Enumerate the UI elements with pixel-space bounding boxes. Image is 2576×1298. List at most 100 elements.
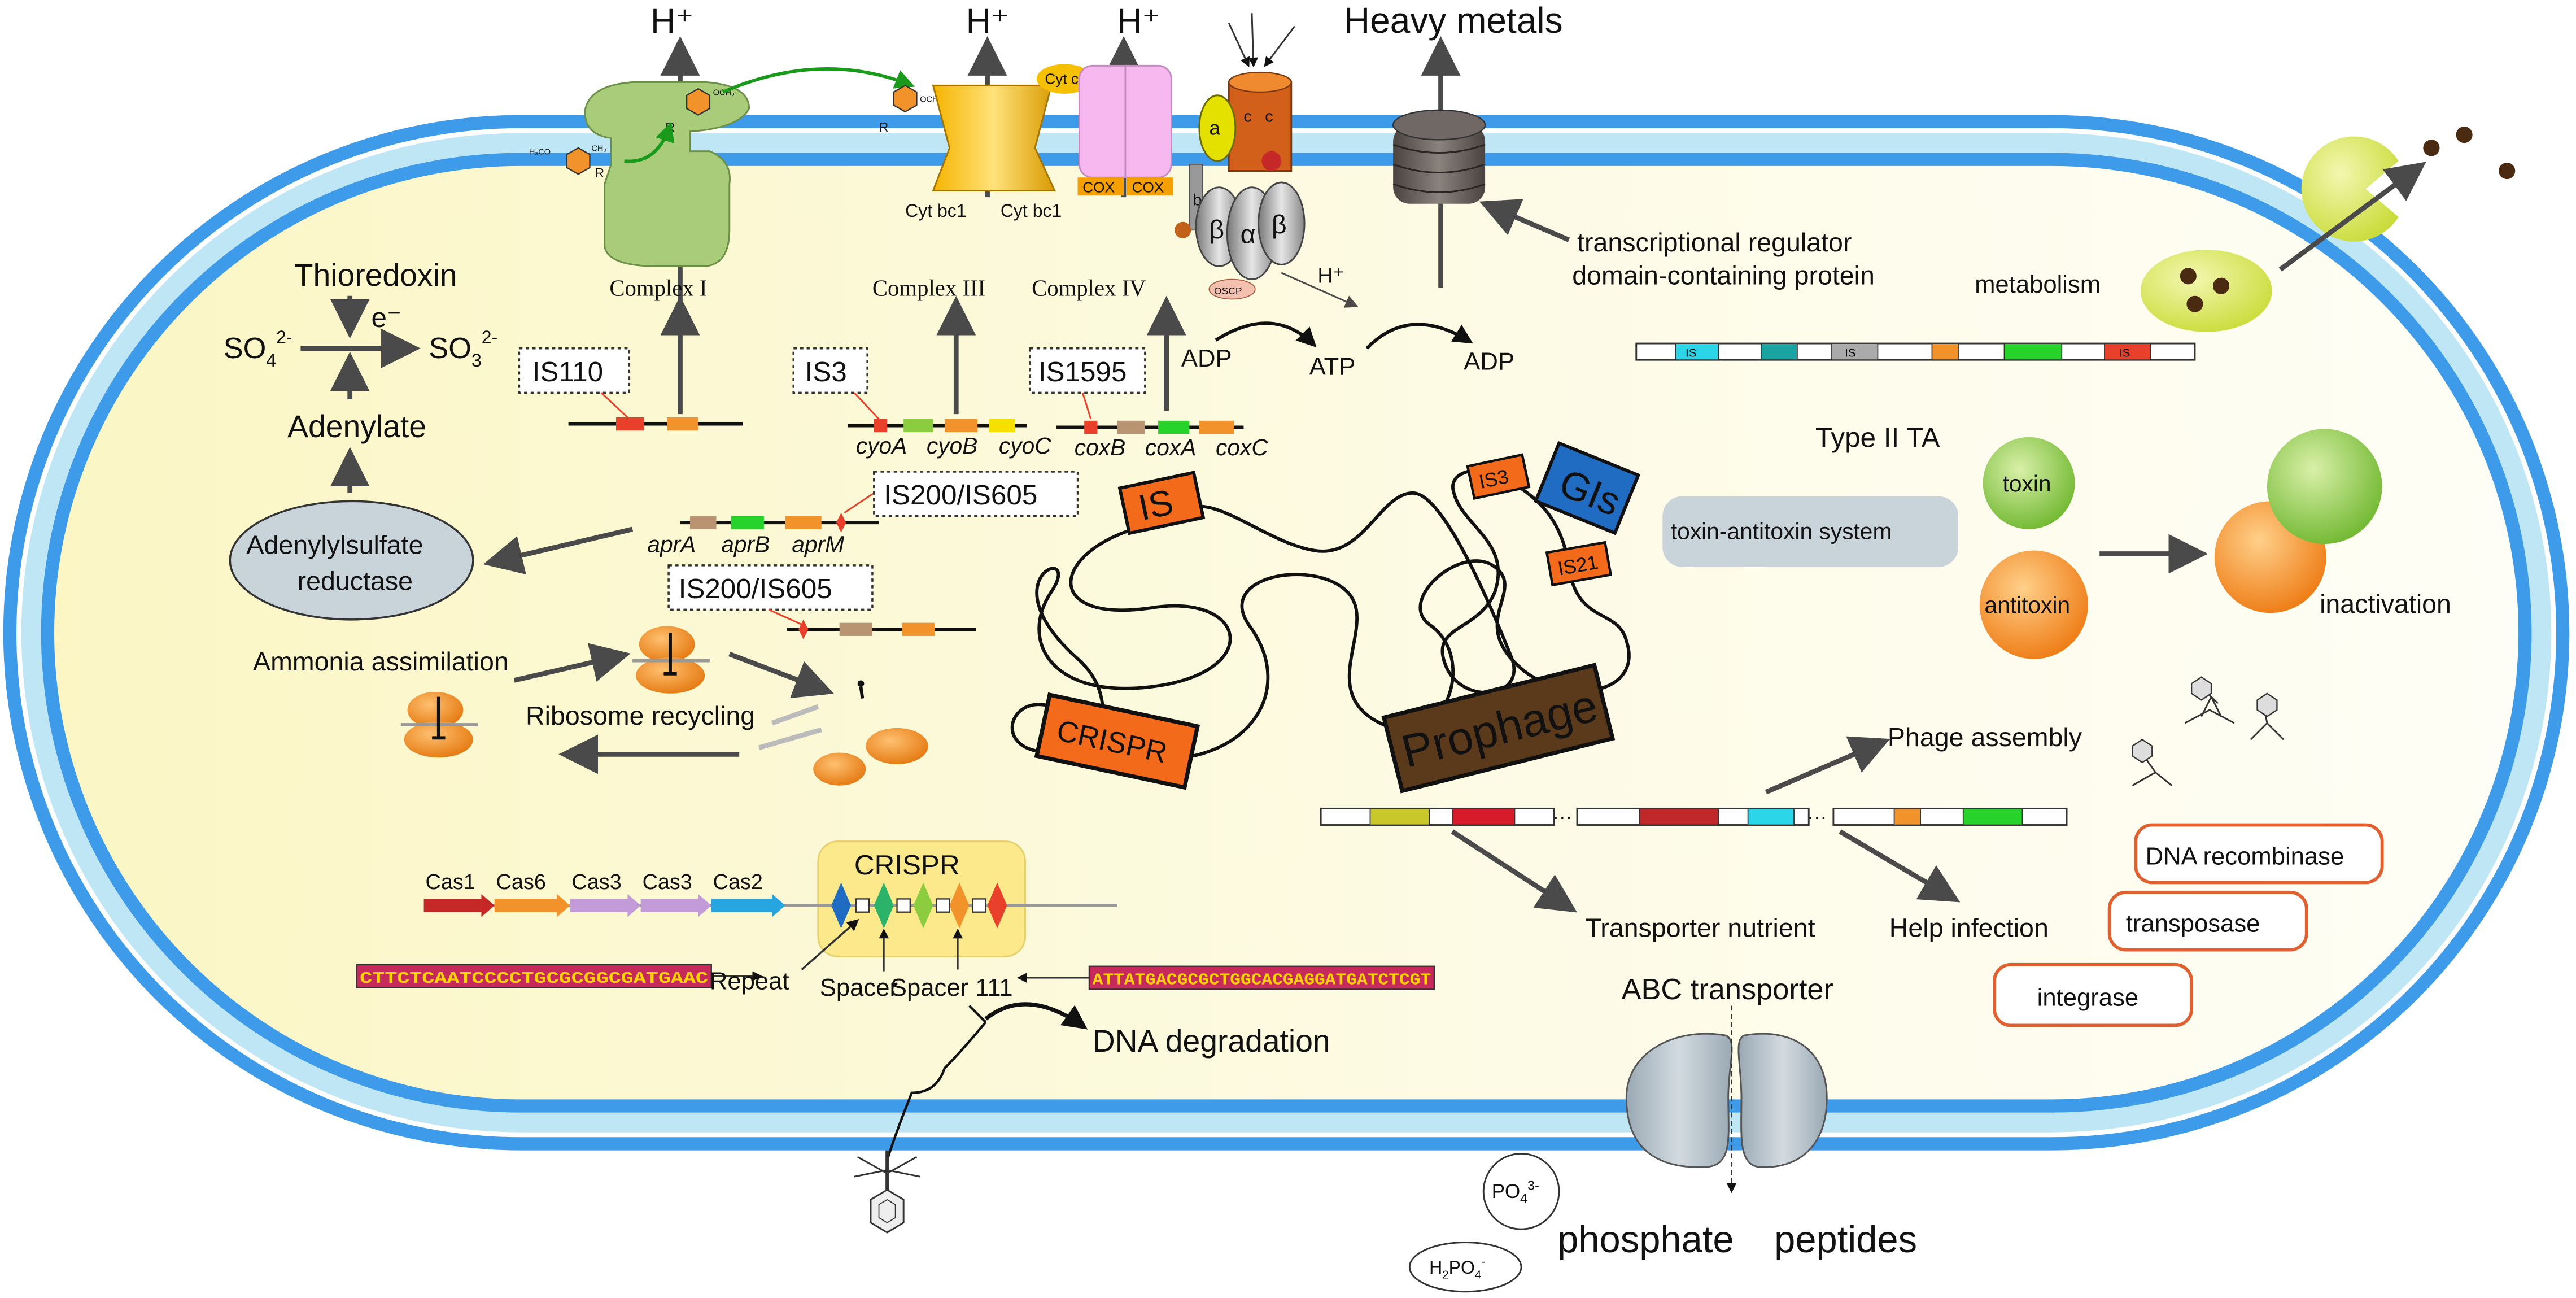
abc-subunit-right [1737,1033,1828,1168]
cas-gene-arrow [640,894,711,917]
dna-recombinase-box [2134,823,2384,885]
cas-gene-arrow [711,894,785,917]
gene-cyoC: cyoC [999,433,1051,459]
cas-gene-label: Cas2 [713,870,763,894]
complex-toxin [2267,429,2382,545]
phage-gene-map: Phage assembly ··· ··· Transporter nutri… [1320,676,2285,942]
crispr-repeat-square [972,898,986,913]
dna-degradation-label: DNA degradation [1093,1023,1330,1059]
gene-coxA: coxA [1145,434,1197,460]
spacer-label: Spacer [820,974,898,1001]
complex-iii: R OCH₃ Cyt c Cyt bc1 Cyt bc1 Complex III [872,64,1093,301]
integrase-label: integrase [2037,984,2138,1012]
repeat-label: Repeat [710,967,789,995]
gene-aprA: aprA [647,532,696,557]
is110-label: IS110 [532,356,604,387]
svg-text:c: c [1243,107,1252,125]
cas-gene-label: Cas3 [643,870,692,894]
adenylate-label: Adenylate [287,409,426,444]
electron-label: e⁻ [372,302,402,333]
proton-label-small: H⁺ [1317,264,1344,288]
oscp [1208,278,1256,300]
complex-iv-label: Complex IV [1032,276,1146,301]
crispr-repeat-square [896,898,911,913]
cox-label-1: COX [1082,178,1115,195]
repeat-sequence-box [356,964,712,988]
svg-text:OSCP: OSCP [1214,285,1242,297]
type-ii-ta-label: Type II TA [1815,422,1940,453]
metabolism-vesicle [2140,250,2272,332]
phosphate-label: phosphate [1557,1218,1734,1261]
quinone-molecule-3: R OCH₃ [879,84,942,134]
metabolism-label: metabolism [1975,271,2101,298]
mobile-enzymes: DNA recombinase transposase integrase [1993,823,2384,1027]
metabolism-cell: metabolism [1975,127,2516,332]
crispr-title: CRISPR [854,850,960,881]
is110-locus: IS110 [518,295,743,431]
cyt-bc1-label-b: Cyt bc1 [1001,201,1062,221]
heavy-metals-label: Heavy metals [1344,0,1563,41]
ta-system-label: toxin-antitoxin system [1671,518,1892,544]
svg-text:β: β [1272,210,1287,239]
phage-icon-bottom [854,1150,920,1234]
svg-text:R: R [595,165,604,180]
cas-gene-arrow [423,894,495,917]
transposase-box [2107,890,2308,952]
cas-gene-label: Cas3 [571,870,621,894]
cyt-bc1-protein [932,84,1056,191]
abc-transporter-label: ABC transporter [1622,973,1833,1006]
svg-text:c: c [1265,107,1273,125]
crispr-element-box: CRISPR [1034,692,1200,790]
proton-label-1: H⁺ [650,2,693,40]
crispr-repeat-square [936,898,950,913]
beta-subunit-2 [1258,181,1306,265]
cas-gene-arrow [570,894,641,917]
gene-aprB: aprB [721,532,770,557]
transposase-label: transposase [2126,910,2260,938]
atp-synthase: c c a b β α β OSCP H⁺ [1175,13,1359,308]
proton-label-2: H⁺ [966,2,1009,40]
gene-coxB: coxB [1075,434,1126,460]
toxin-label: toxin [2003,471,2051,496]
phosphate-ion [1482,1152,1560,1230]
right-is-bar: IS IS IS [1635,342,2196,361]
svg-text:H₃CO: H₃CO [529,147,551,156]
c-ring [1228,81,1293,172]
ammonia-assimilation-label: Ammonia assimilation [253,647,509,676]
svg-text:IS: IS [1686,347,1696,359]
svg-text:R: R [879,120,889,134]
transcriptional-regulator-line2: domain-containing protein [1572,260,1875,290]
ta-system-box [1662,496,1959,567]
sulfate-label: SO42- [224,327,292,371]
heavy-metal-pump: transcriptional regulator domain-contain… [1392,109,1875,290]
peptides-label: peptides [1774,1218,1917,1261]
is200-locus-2: IS200/IS605 [667,564,976,639]
crispr-spacer-diamond [987,882,1007,929]
cyt-bc1-label-a: Cyt bc1 [905,201,966,221]
ribosome-recycling-label: Ribosome recycling [526,701,755,730]
cas-gene-arrow [494,894,570,917]
svg-text:a: a [1209,117,1220,140]
is21-element-box: IS21 [1545,541,1613,587]
spacer-sequence-box [1088,965,1435,990]
complex-iii-label: Complex III [872,276,985,301]
adp-label-2: ADP [1464,348,1514,376]
svg-text:β: β [1209,215,1224,244]
adenylylsulfate-reductase [229,500,474,621]
is3-element-box: IS3 [1466,453,1531,500]
transcriptional-regulator-line1: transcriptional regulator [1577,228,1852,257]
is3-cyo-locus: IS3 cyoA cyoB cyoC [792,295,1051,459]
gene-cyoA: cyoA [856,433,907,459]
is1595-label: IS1595 [1038,356,1127,387]
is200-label-1: IS200/IS605 [884,480,1037,511]
svg-text:IS: IS [1135,481,1177,528]
svg-text:IS: IS [2119,347,2130,359]
phage-assembly-label: Phage assembly [1888,722,2082,752]
phage-dna-strand [885,1021,987,1161]
svg-text:···: ··· [1807,806,1827,828]
ribosome-icon-1 [632,626,710,694]
